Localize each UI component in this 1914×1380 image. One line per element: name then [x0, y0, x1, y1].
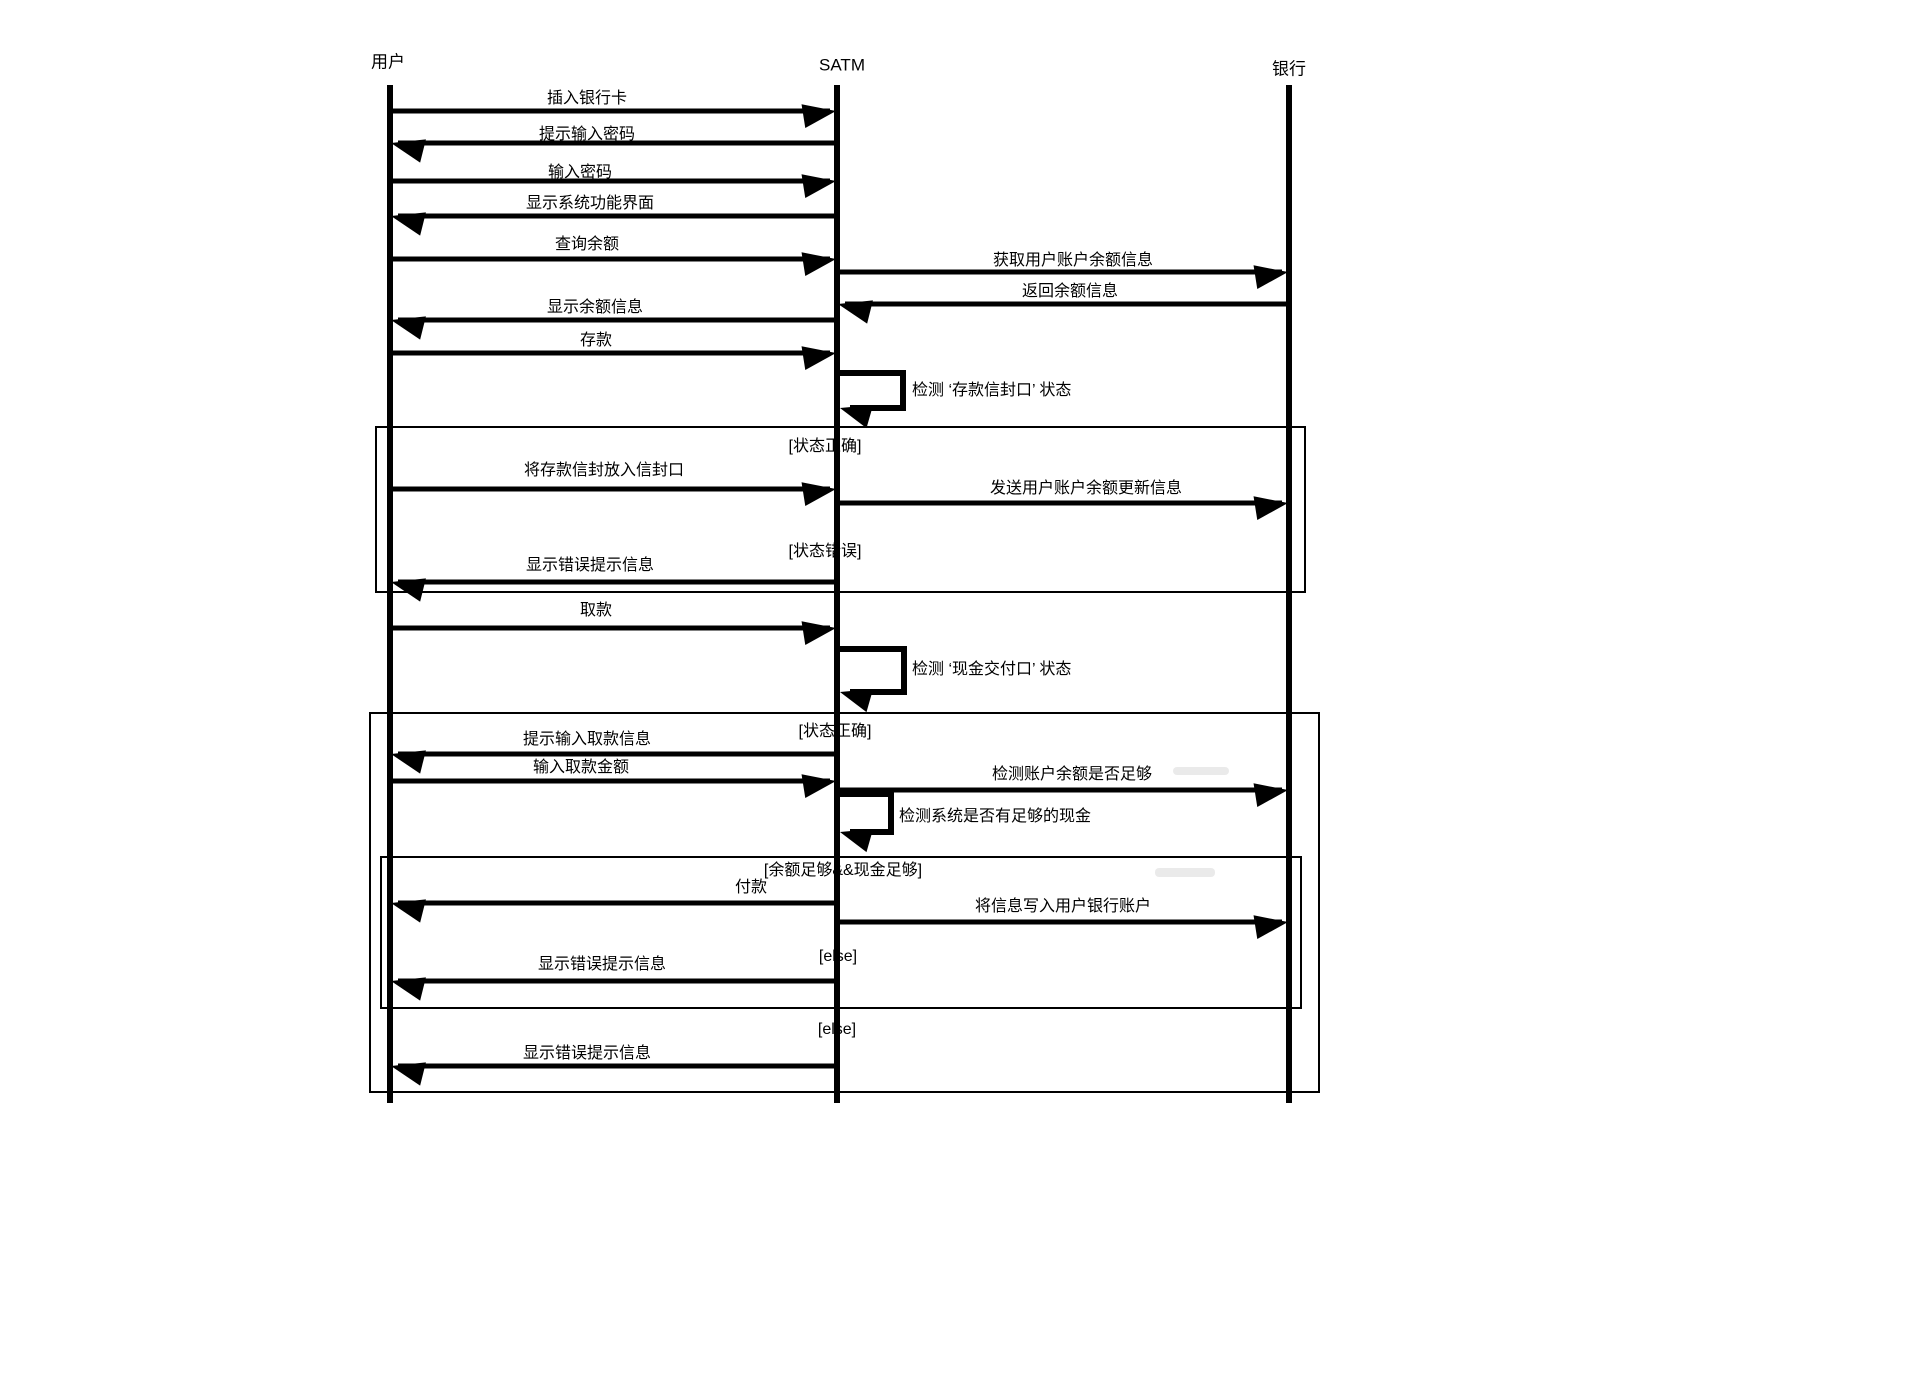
message-arrow-enter-password: [392, 174, 836, 199]
actor-label-bank: 银行: [1272, 59, 1306, 79]
message-arrow-deposit: [392, 346, 836, 371]
message-arrow-enter-withdraw-amount: [392, 774, 836, 799]
message-arrow-return-balance-info: [838, 300, 1291, 324]
self-message-label-check-system-cash: 检测系统是否有足够的现金: [899, 808, 1092, 825]
message-label-deposit: 存款: [579, 332, 613, 349]
message-arrow-insert-card: [392, 104, 836, 129]
smudge-artifact: [1155, 868, 1215, 877]
guard-label-balance-and-cash-ok: [余额足够&&现金足够]: [763, 862, 923, 879]
message-label-enter-password: 输入密码: [547, 164, 613, 181]
guard-label-deposit-status-error: [状态错误]: [788, 543, 862, 560]
guard-label-deposit-status-ok: [状态正确]: [788, 438, 862, 455]
self-message-label-check-cash-slot: 检测 ‘现金交付口’ 状态: [912, 661, 1072, 678]
message-arrow-write-account-info: [839, 915, 1288, 940]
guard-label-withdraw-status-ok: [状态正确]: [798, 723, 872, 740]
message-label-query-balance: 查询余额: [554, 236, 620, 253]
message-label-prompt-password: 提示输入密码: [538, 126, 636, 143]
message-arrow-show-system-ui: [391, 212, 839, 236]
fragment-frame-deposit: [375, 426, 1306, 593]
message-arrow-show-balance-info: [391, 316, 839, 340]
message-arrow-query-balance: [392, 252, 836, 277]
fragment-frame-withdraw: [369, 712, 1320, 1093]
message-label-enter-withdraw-amount: 输入取款金额: [532, 759, 630, 776]
self-message-label-check-envelope-slot: 检测 ‘存款信封口’ 状态: [912, 382, 1072, 399]
message-label-show-balance-info: 显示余额信息: [546, 299, 644, 316]
message-label-show-error-withdraw-inner: 显示错误提示信息: [537, 956, 667, 973]
actor-label-user: 用户: [371, 52, 405, 72]
message-label-show-system-ui: 显示系统功能界面: [525, 195, 655, 212]
message-arrow-send-balance-update: [839, 496, 1288, 521]
message-label-check-account-balance: 检测账户余额是否足够: [991, 766, 1153, 783]
message-label-write-account-info: 将信息写入用户银行账户: [974, 898, 1152, 915]
self-message-check-envelope-slot: [839, 370, 906, 429]
message-arrow-put-envelope: [392, 482, 836, 507]
message-arrow-show-error-withdraw-outer: [391, 1062, 839, 1086]
message-label-withdraw: 取款: [579, 602, 613, 619]
message-label-return-balance-info: 返回余额信息: [1021, 283, 1119, 300]
message-label-pay: 付款: [734, 879, 768, 896]
guard-label-else-inner: [else]: [818, 948, 858, 965]
message-label-get-balance-info: 获取用户账户余额信息: [992, 252, 1154, 269]
message-label-insert-card: 插入银行卡: [546, 90, 628, 107]
self-message-check-cash-slot: [839, 646, 907, 713]
message-label-show-error-withdraw-outer: 显示错误提示信息: [522, 1045, 652, 1062]
message-arrow-pay: [391, 899, 839, 923]
actor-label-satm: SATM: [819, 55, 865, 75]
message-arrow-prompt-withdraw-info: [391, 750, 839, 774]
message-label-prompt-withdraw-info: 提示输入取款信息: [522, 731, 652, 748]
message-arrow-show-error-withdraw-inner: [391, 977, 839, 1001]
message-arrow-check-account-balance: [839, 783, 1288, 808]
smudge-artifact: [1173, 767, 1229, 775]
message-arrow-prompt-password: [391, 139, 839, 163]
message-label-put-envelope: 将存款信封放入信封口: [523, 462, 685, 479]
message-arrow-withdraw: [392, 621, 836, 646]
message-arrow-show-error-deposit: [391, 578, 839, 602]
message-arrow-get-balance-info: [839, 265, 1288, 290]
message-label-send-balance-update: 发送用户账户余额更新信息: [989, 480, 1183, 497]
guard-label-else-outer: [else]: [817, 1021, 857, 1038]
self-message-check-system-cash: [839, 791, 894, 853]
message-label-show-error-deposit: 显示错误提示信息: [525, 557, 655, 574]
fragment-frame-withdraw-inner: [380, 856, 1302, 1009]
